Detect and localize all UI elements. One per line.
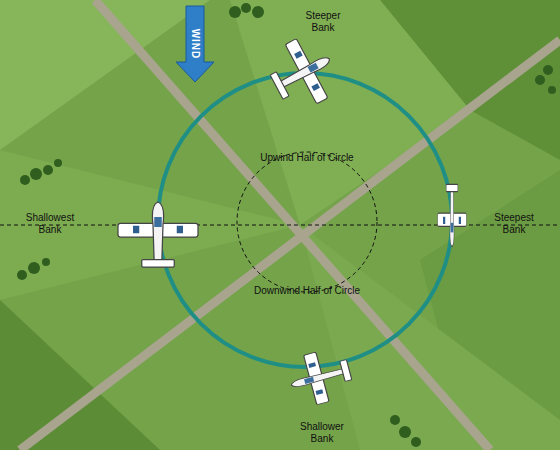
divider-line xyxy=(0,225,560,226)
inner-circle xyxy=(237,152,377,292)
airplane xyxy=(261,29,345,116)
wind-label: WIND xyxy=(189,14,201,74)
ground-track xyxy=(158,73,452,367)
road xyxy=(20,40,560,450)
airplane xyxy=(285,345,356,410)
bank-label: Shallowest Bank xyxy=(18,212,82,236)
half-label: Upwind Half of Circle xyxy=(250,152,364,164)
wind-arrow xyxy=(176,6,214,82)
bank-label: Shallower Bank xyxy=(292,421,352,445)
tree-cluster xyxy=(17,3,556,447)
airplane xyxy=(118,202,198,267)
field-patch xyxy=(0,0,210,150)
half-label: Downwind Half of Circle xyxy=(244,285,370,297)
bank-label: Steeper Bank xyxy=(298,10,348,34)
airplane xyxy=(438,184,467,246)
bank-label: Steepest Bank xyxy=(488,212,540,236)
field-patch xyxy=(0,300,160,450)
field-patch xyxy=(300,225,560,450)
